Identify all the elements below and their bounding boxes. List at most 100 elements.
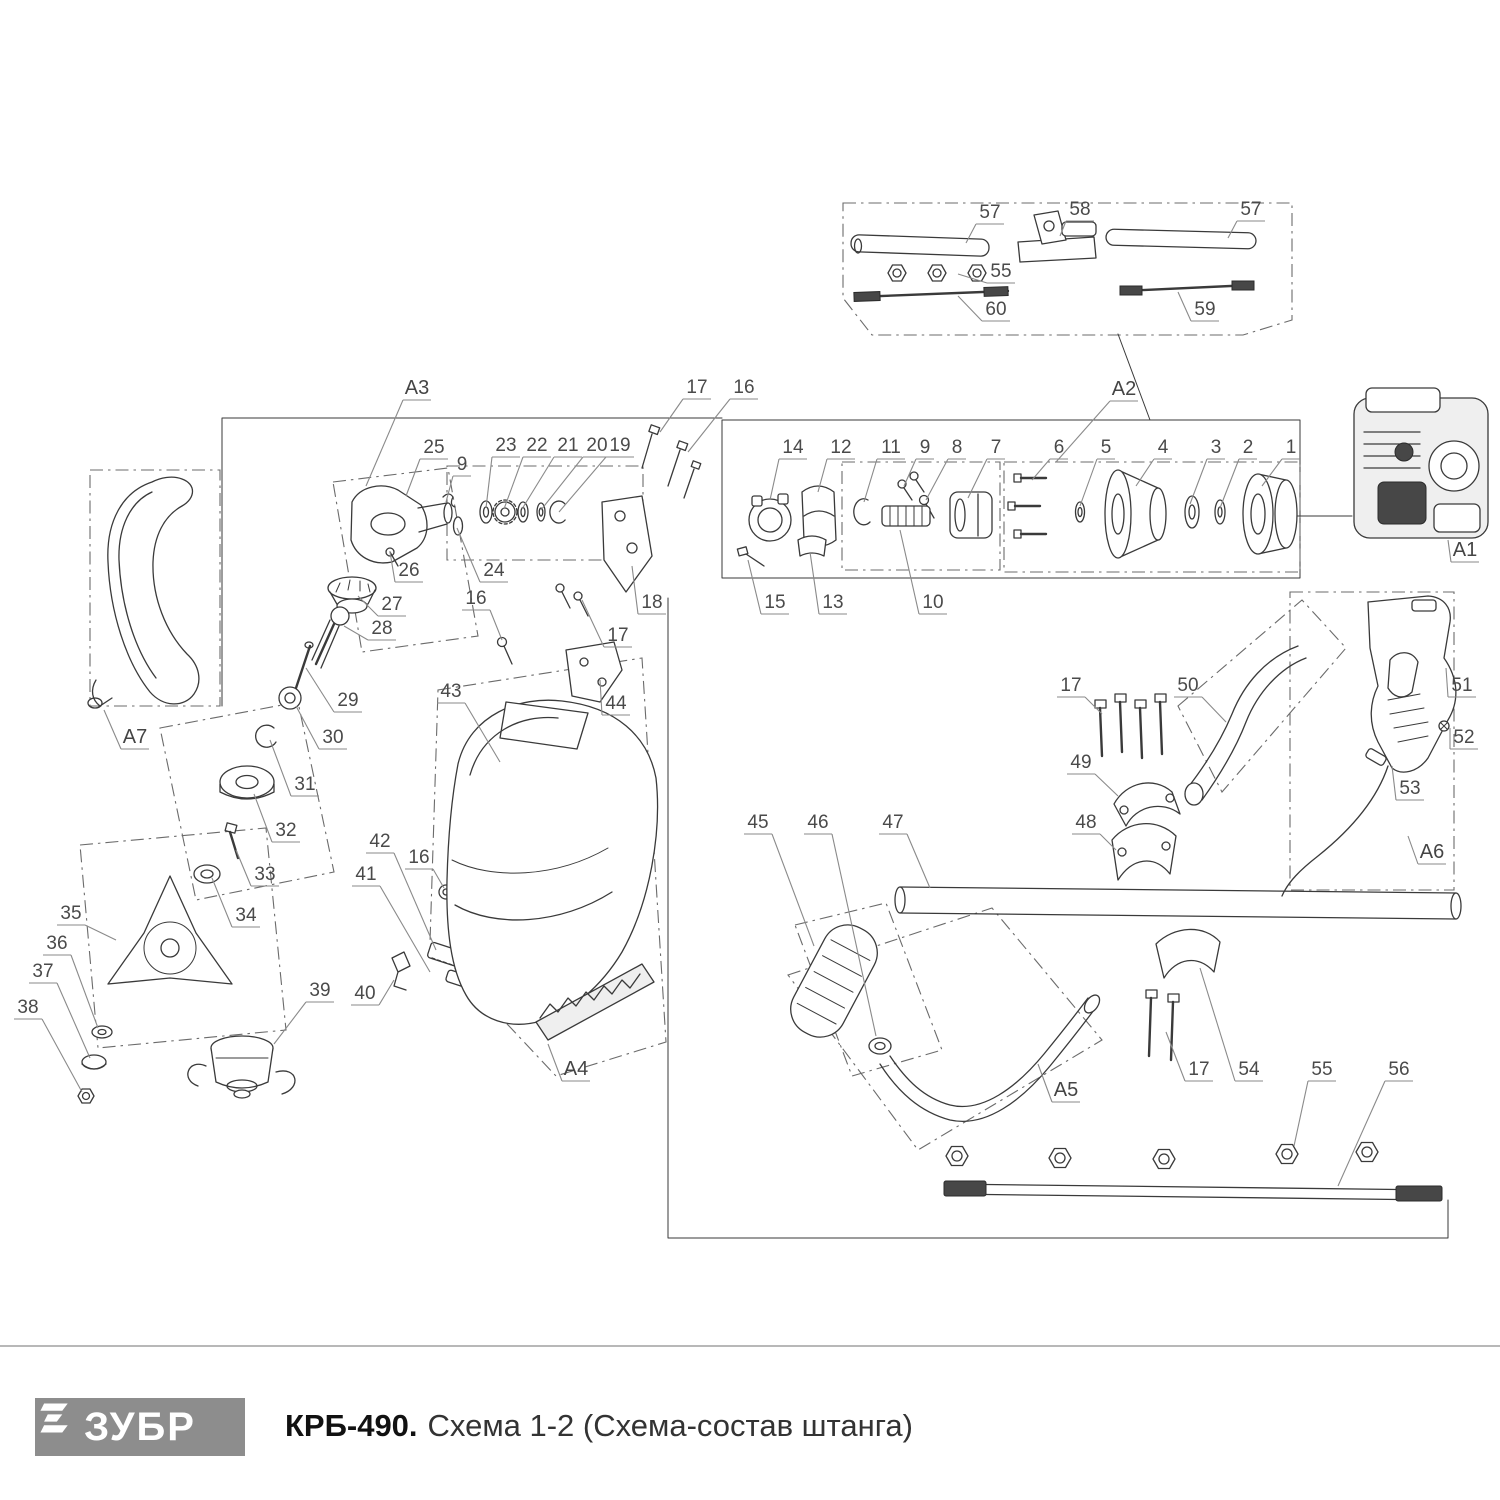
part-30-bearing bbox=[278, 686, 302, 710]
svg-text:3: 3 bbox=[1211, 437, 1222, 458]
svg-text:17: 17 bbox=[1188, 1059, 1209, 1080]
svg-text:A7: A7 bbox=[123, 726, 147, 748]
part-24-washer bbox=[452, 516, 464, 536]
part-44-bracket bbox=[565, 641, 623, 703]
part-53-throttle-cable bbox=[1281, 748, 1389, 897]
svg-text:31: 31 bbox=[294, 774, 315, 795]
part-6-bolts bbox=[1007, 473, 1048, 539]
part-label-55: 55 bbox=[957, 261, 1015, 284]
part-47-handlebar-tube bbox=[894, 886, 1462, 920]
part-label-52: 52 bbox=[1449, 727, 1478, 750]
part-56-drive-shaft bbox=[943, 1180, 1443, 1202]
svg-text:7: 7 bbox=[991, 437, 1002, 458]
part-label-11: 11 bbox=[863, 437, 905, 503]
part-label-43: 43 bbox=[437, 681, 501, 763]
part-label-59: 59 bbox=[1177, 291, 1219, 322]
part-guard-knife-strip bbox=[535, 963, 655, 1041]
part-57-tube-right bbox=[1105, 228, 1257, 250]
svg-text:30: 30 bbox=[322, 727, 343, 748]
part-49-clamp-upper bbox=[1113, 782, 1181, 827]
assembly-label-A2: A2 bbox=[1055, 378, 1138, 463]
part-13-clamp-lower bbox=[797, 535, 827, 557]
svg-text:14: 14 bbox=[782, 437, 804, 458]
part-34-bearing bbox=[193, 864, 221, 884]
part-17-bolts-top bbox=[641, 424, 702, 499]
part-a5-bent-tube bbox=[879, 994, 1101, 1122]
part-39-trimmer-head bbox=[187, 1035, 296, 1099]
part-35-blade bbox=[107, 875, 233, 985]
svg-text:9: 9 bbox=[457, 454, 468, 475]
part-48-clamp-lower bbox=[1111, 823, 1177, 881]
part-label-47: 47 bbox=[879, 812, 931, 889]
part-label-48: 48 bbox=[1072, 812, 1117, 851]
svg-text:55: 55 bbox=[1311, 1059, 1332, 1080]
assembly-label-A4: A4 bbox=[547, 1043, 590, 1082]
svg-text:23: 23 bbox=[495, 435, 516, 456]
part-10-splined-shaft bbox=[881, 505, 931, 527]
part-18-bracket bbox=[601, 495, 653, 593]
assembly-label-A7: A7 bbox=[103, 709, 149, 750]
part-label-49: 49 bbox=[1067, 752, 1119, 797]
part-label-58: 58 bbox=[1059, 199, 1094, 237]
part-9-clip-left bbox=[442, 493, 456, 508]
svg-text:60: 60 bbox=[985, 299, 1006, 320]
part-label-53: 53 bbox=[1391, 765, 1424, 801]
svg-text:42: 42 bbox=[369, 831, 390, 852]
part-28-pinion-shaft bbox=[311, 606, 350, 669]
svg-text:36: 36 bbox=[46, 933, 67, 954]
diagram-title: КРБ-490.Схема 1-2 (Схема-состав штанга) bbox=[285, 1408, 913, 1444]
part-label-31: 31 bbox=[269, 739, 319, 797]
svg-text:40: 40 bbox=[354, 983, 375, 1004]
part-label-30: 30 bbox=[295, 705, 347, 750]
part-label-29: 29 bbox=[305, 667, 362, 713]
part-label-46: 46 bbox=[804, 812, 877, 1037]
svg-text:45: 45 bbox=[747, 812, 768, 833]
part-label-9: 9 bbox=[903, 437, 934, 487]
group-frames bbox=[79, 202, 1455, 1239]
part-50-curved-bar bbox=[1184, 645, 1307, 806]
svg-text:34: 34 bbox=[235, 905, 257, 926]
part-label-38: 38 bbox=[14, 997, 83, 1093]
part-label-23: 23 bbox=[485, 435, 520, 509]
svg-text:46: 46 bbox=[807, 812, 828, 833]
svg-text:38: 38 bbox=[17, 997, 38, 1018]
svg-text:9: 9 bbox=[920, 437, 931, 458]
part-label-26: 26 bbox=[389, 551, 423, 583]
part-27-bevel-gear bbox=[327, 576, 377, 614]
part-label-9: 9 bbox=[445, 454, 471, 503]
part-label-51: 51 bbox=[1445, 667, 1476, 698]
part-label-21: 21 bbox=[521, 435, 582, 510]
svg-text:44: 44 bbox=[605, 693, 627, 714]
part-label-4: 4 bbox=[1135, 437, 1172, 487]
part-31-circlip bbox=[255, 724, 277, 748]
assembly-label-A6: A6 bbox=[1407, 835, 1446, 865]
svg-text:53: 53 bbox=[1399, 778, 1420, 799]
part-label-28: 28 bbox=[343, 618, 396, 641]
part-label-17: 17 bbox=[659, 377, 711, 433]
part-36-washer bbox=[91, 1025, 113, 1039]
zubr-logo: ЗУБР bbox=[35, 1398, 245, 1456]
part-38-nut bbox=[77, 1088, 95, 1104]
part-label-33: 33 bbox=[235, 849, 279, 887]
svg-text:8: 8 bbox=[952, 437, 963, 458]
part-7-coupler-block bbox=[949, 491, 993, 539]
part-label-54: 54 bbox=[1199, 967, 1263, 1082]
part-label-42: 42 bbox=[366, 831, 437, 951]
zubr-logo-icon bbox=[40, 1403, 68, 1433]
svg-text:55: 55 bbox=[990, 261, 1011, 282]
part-17-bolts-clamp-top bbox=[1094, 693, 1167, 760]
part-label-14: 14 bbox=[769, 437, 807, 501]
part-25-gear-housing bbox=[350, 485, 453, 564]
part-4-clutch-housing bbox=[1104, 469, 1167, 559]
part-17-bolts-lower bbox=[1145, 989, 1180, 1062]
part-14-hanger-clamp bbox=[748, 493, 792, 542]
svg-text:41: 41 bbox=[355, 864, 376, 885]
svg-text:58: 58 bbox=[1069, 199, 1090, 220]
part-label-22: 22 bbox=[503, 435, 551, 510]
part-label-25: 25 bbox=[405, 437, 448, 497]
part-label-2: 2 bbox=[1219, 437, 1257, 509]
part-59-rod-inset bbox=[1119, 280, 1255, 296]
part-21-washer bbox=[517, 501, 529, 523]
part-label-16: 16 bbox=[462, 588, 503, 641]
